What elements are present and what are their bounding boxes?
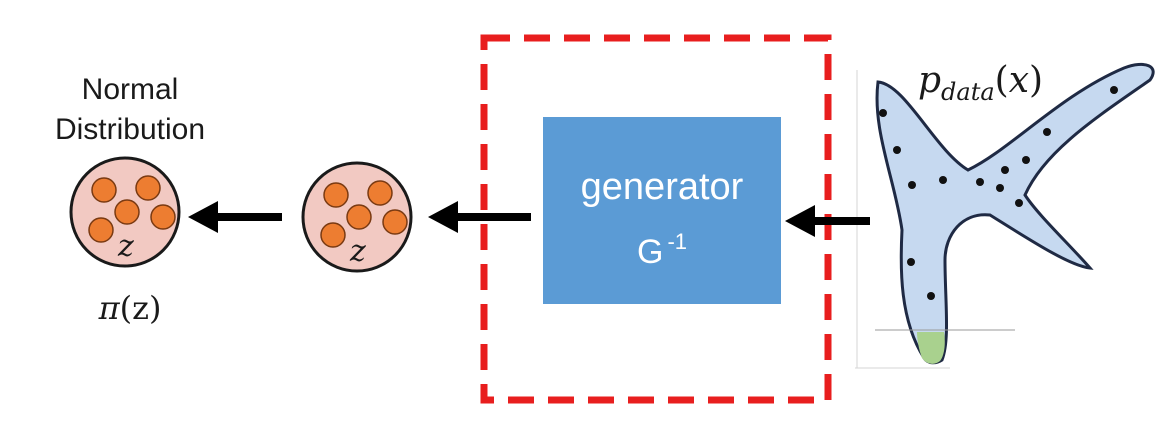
data-points: [879, 86, 1118, 300]
generator-inverse-exponent: -1: [667, 229, 687, 254]
data-distribution-shape: [855, 63, 1155, 369]
z-label-middle: z: [350, 234, 366, 269]
z-label-left: z: [118, 229, 134, 264]
data-point: [1001, 166, 1009, 174]
data-point: [908, 181, 916, 189]
generator-label: generator: [580, 166, 744, 208]
left-arrow-icon: [785, 205, 870, 237]
pdata-open-paren: (: [994, 60, 1009, 101]
data-point: [1043, 128, 1051, 136]
pdata-label: pdata(x): [918, 58, 1043, 115]
pdata-subscript: data: [941, 78, 995, 106]
data-point: [879, 109, 887, 117]
generator-inverse-label: G-1: [543, 222, 781, 272]
normal-title: Normal: [81, 73, 179, 106]
pi-z-label: π(z): [70, 288, 190, 328]
data-point: [1110, 86, 1118, 94]
data-point: [976, 178, 984, 186]
pi-argument: (z): [119, 289, 162, 327]
data-point: [939, 176, 947, 184]
distribution-title: Distribution: [54, 113, 206, 146]
data-point: [907, 258, 915, 266]
data-point: [996, 184, 1004, 192]
generator-box: [543, 117, 781, 304]
data-point: [1015, 199, 1023, 207]
left-arrow-icon: [428, 201, 531, 233]
generator-inverse-letter: G: [636, 233, 664, 271]
data-point: [927, 292, 935, 300]
pdata-x: x: [1008, 60, 1030, 101]
latent-sample-icon: [69, 156, 181, 268]
pdata-close-paren: ): [1029, 60, 1044, 101]
latent-sample-icon: [301, 161, 413, 273]
left-arrow-icon: [188, 201, 282, 233]
pi-symbol: π: [98, 289, 120, 327]
data-point: [1022, 156, 1030, 164]
pdata-p: p: [918, 60, 942, 101]
data-point: [893, 146, 901, 154]
